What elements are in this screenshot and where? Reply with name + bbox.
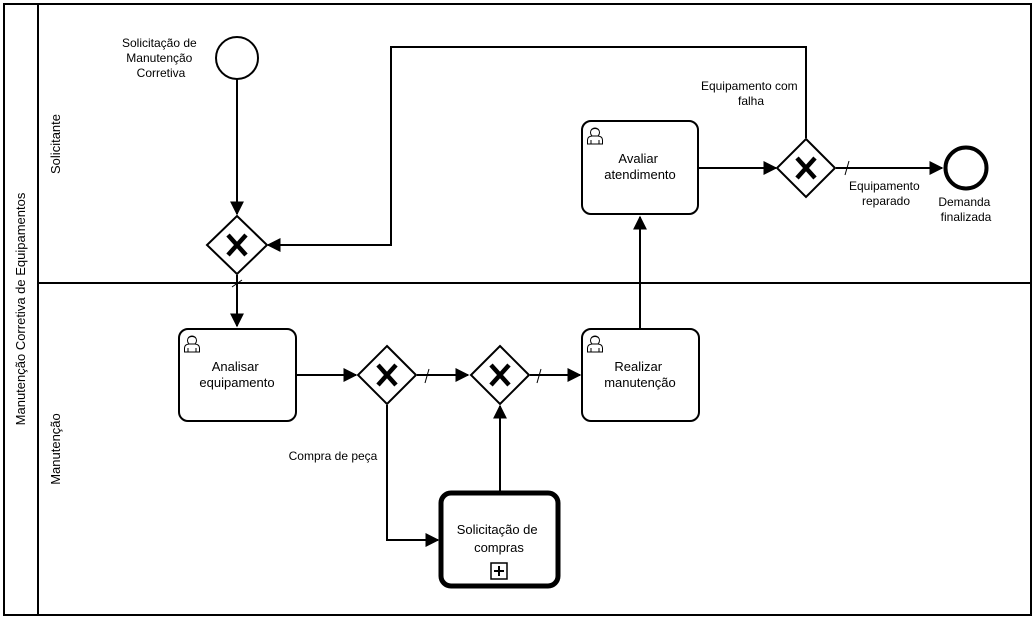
gateway-avaliacao[interactable] — [775, 137, 837, 199]
subprocess-solicitacao-compras[interactable]: Solicitação de compras — [438, 490, 561, 589]
flow-label-falha: Equipamento com falha — [701, 79, 801, 108]
pool-label: Manutenção Corretiva de Equipamentos — [13, 192, 28, 425]
subprocess-label-line: Solicitação de — [457, 522, 538, 537]
pool-border — [3, 3, 1032, 616]
subprocess-box — [438, 490, 561, 589]
flow-compra-peca — [386, 405, 440, 547]
task-box — [178, 328, 297, 422]
flow-tick — [536, 368, 542, 384]
flow-label-falha-line: Equipamento com — [701, 79, 798, 93]
task-label-line: Avaliar — [618, 151, 658, 166]
sequence-flows — [230, 46, 944, 547]
task-label: Realizar manutenção — [604, 359, 676, 390]
flow-label-reparado-line: reparado — [862, 194, 910, 208]
task-label: Analisar equipamento — [199, 359, 274, 390]
plus-box-icon[interactable] — [490, 562, 508, 580]
start-event-label-line: Solicitação de — [122, 36, 197, 50]
flow-label-compra-peca: Compra de peça — [289, 449, 378, 463]
task-avaliar-atendimento[interactable]: Avaliar atendimento — [581, 120, 699, 215]
x-mark-icon — [226, 233, 248, 257]
pool: Manutenção Corretiva de Equipamentos Sol… — [3, 3, 1032, 616]
flow-tick — [844, 160, 850, 176]
task-label-line: manutenção — [604, 375, 676, 390]
lane-label-manutencao: Manutenção — [48, 413, 63, 485]
gateway-merge[interactable] — [205, 214, 269, 276]
task-realizar-manutencao[interactable]: Realizar manutenção — [581, 328, 700, 422]
task-box — [581, 328, 700, 422]
task-analisar-equipamento[interactable]: Analisar equipamento — [178, 328, 297, 422]
start-event-label-line: Manutenção — [126, 51, 192, 65]
task-label-line: Realizar — [614, 359, 662, 374]
start-event[interactable] — [215, 36, 259, 80]
flow-label-reparado: Equipamento reparado — [849, 179, 923, 208]
task-label: Avaliar atendimento — [604, 151, 676, 182]
x-mark-icon — [489, 363, 511, 387]
lane-label-solicitante: Solicitante — [48, 114, 63, 174]
gateway-compra-peca[interactable] — [356, 344, 418, 406]
gateway-join[interactable] — [469, 344, 531, 406]
x-mark-icon — [795, 156, 817, 180]
task-label-line: atendimento — [604, 167, 676, 182]
flow-tick — [424, 368, 430, 384]
end-event-label-line: finalizada — [941, 210, 992, 224]
flow-label-reparado-line: Equipamento — [849, 179, 920, 193]
subprocess-label-line: compras — [474, 540, 524, 555]
subprocess-label: Solicitação de compras — [457, 522, 542, 555]
start-event-label: Solicitação de Manutenção Corretiva — [122, 36, 200, 80]
flow-tick — [231, 279, 243, 288]
end-event[interactable] — [943, 145, 989, 191]
flow-label-falha-line: falha — [738, 94, 764, 108]
task-label-line: equipamento — [199, 375, 274, 390]
start-event-label-line: Corretiva — [137, 66, 186, 80]
end-event-label-line: Demanda — [938, 195, 990, 209]
task-label-line: Analisar — [212, 359, 260, 374]
x-mark-icon — [376, 363, 398, 387]
end-event-label: Demanda finalizada — [938, 195, 993, 224]
flow-falha-loop — [266, 46, 807, 252]
task-box — [581, 120, 699, 215]
